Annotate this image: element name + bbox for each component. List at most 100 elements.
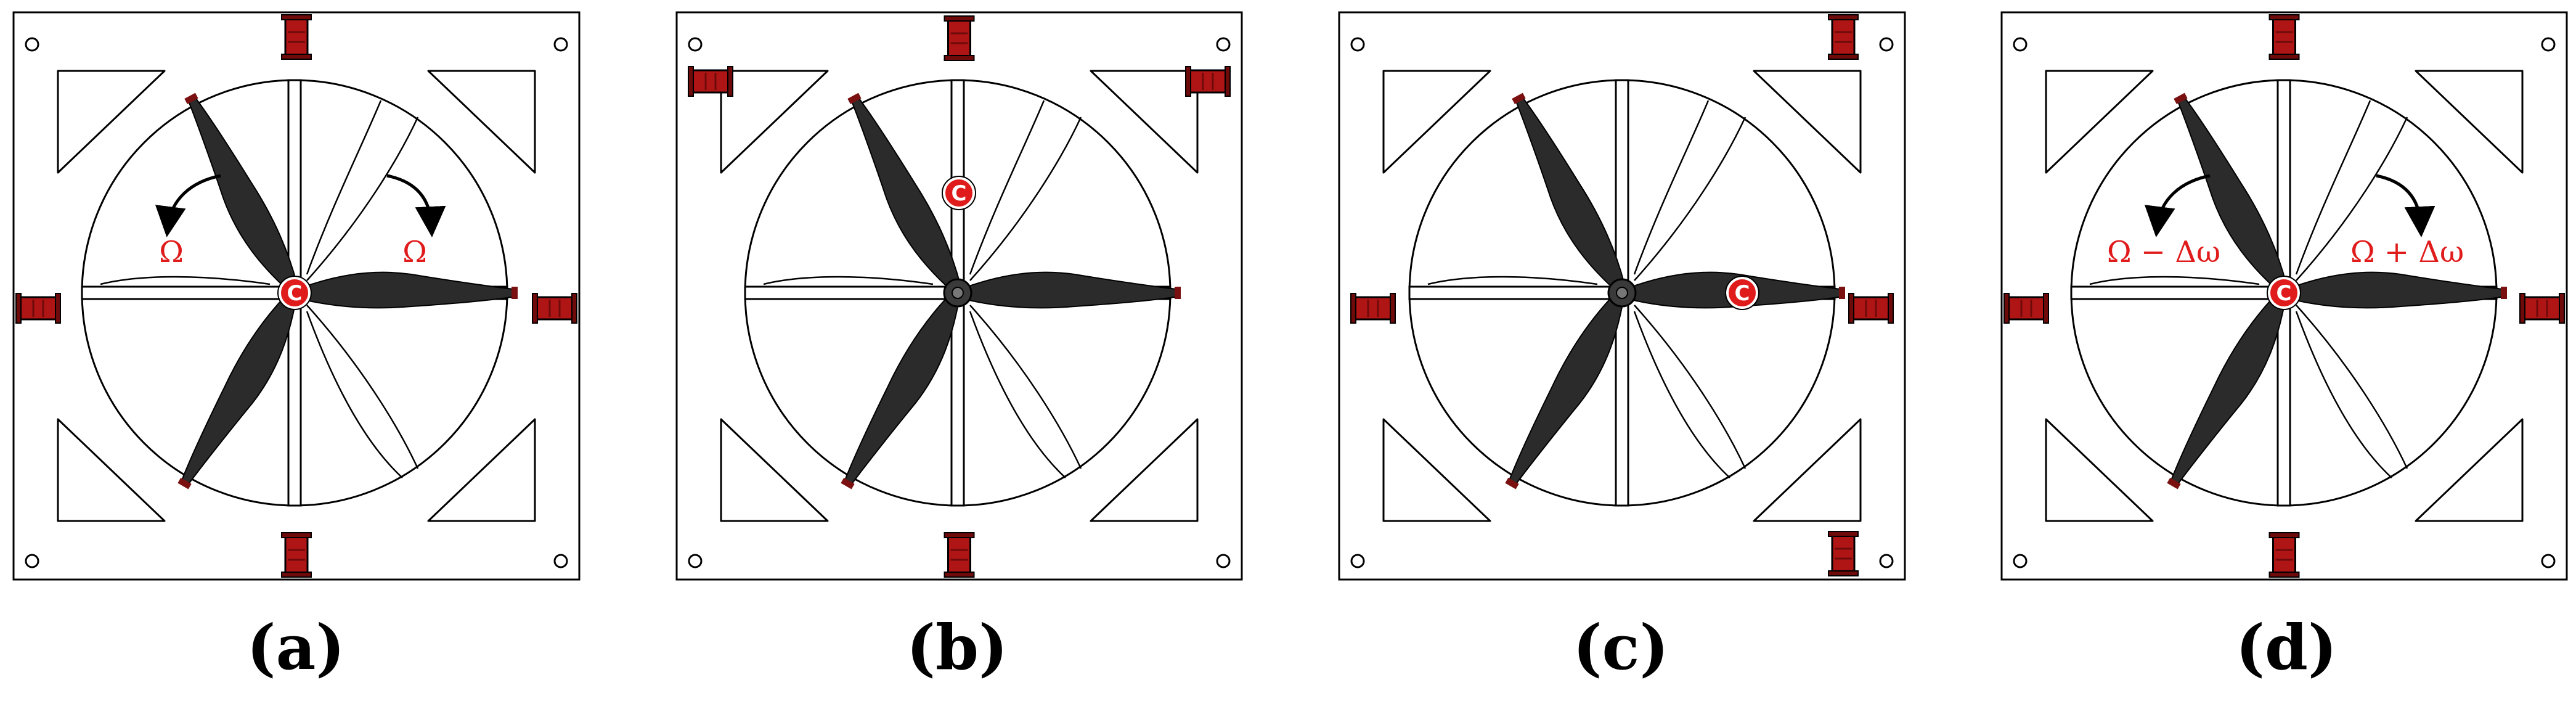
panel-d-vane-lr-2 (2295, 311, 2392, 478)
panel-a-mount-hole-4 (553, 554, 568, 568)
panel-d-blade-1 (2289, 271, 2507, 309)
panel-a-blade-2-tip (184, 92, 198, 104)
panel-c-blade-2 (1512, 92, 1626, 291)
panel-d-mount-hole-4 (2541, 554, 2556, 568)
panel-a-servo-top-flange-top (281, 14, 312, 20)
panel-d-blade-2 (2174, 92, 2288, 291)
panel-b-blade-3-tip (841, 477, 855, 490)
panel-b-servo-top-left-flange-left (688, 66, 694, 97)
panel-a-servo-left-body (16, 296, 60, 321)
panel-b-cg-marker-label: C (952, 181, 967, 206)
panel-a-omega-left-label: Ω (159, 235, 184, 269)
panel-c-caption: (c) (1573, 611, 1669, 684)
panel-a-corner-cutout-3 (57, 418, 166, 522)
panel-a-blade-2 (184, 92, 298, 291)
panel-b-servo-top-left (688, 66, 733, 97)
panel-a-corner-cutout-2 (427, 70, 536, 174)
panel-a-servo-bottom-flange-top (281, 532, 312, 538)
panel-a-blade-3 (177, 294, 297, 490)
panel-d-rotation-arrow-left (2144, 174, 2211, 237)
panel-a-mount-hole-1 (25, 37, 39, 52)
panel-d-corner-cutout-2 (2415, 70, 2524, 174)
panel-c-cg-marker-disc (1726, 277, 1758, 309)
panel-d-mount-hole-1 (2013, 37, 2028, 52)
panel-c-servo-right-flange-left (1848, 293, 1854, 324)
panel-a-vane-ur-2 (306, 100, 382, 275)
panel-a-rotation-arrow-left (155, 174, 221, 237)
panel-b-vane-lr-1 (969, 305, 1082, 469)
panel-d-blade-1-tip (2501, 287, 2507, 299)
panel-d-vane-ur-2 (2295, 100, 2371, 275)
panel-d-cg-marker-label: C (2276, 281, 2292, 306)
panel-c-cg-marker-ring (1725, 276, 1759, 310)
panel-a-servo-left (15, 293, 61, 324)
panel-b-servo-top-body (947, 16, 971, 60)
panel-a-caption: (a) (247, 611, 345, 684)
panel-c-vane-lr-2 (1633, 311, 1730, 478)
panel-d-mount-hole-3 (2013, 554, 2028, 568)
panel-a-servo-left-flange-left (15, 293, 22, 324)
panel-d-blade-3-tip (2167, 477, 2181, 490)
panel-d-servo-left (2003, 293, 2049, 324)
panel-c-mount-hole-4 (1879, 554, 1894, 568)
panel-b-cg-marker: C (942, 176, 976, 210)
panel-c-vane-ur-2 (1633, 100, 1710, 275)
panel-b-hub-cap (952, 287, 964, 299)
panel-d-vane-left (2089, 276, 2260, 285)
panel-c-servo-top-right (1828, 14, 1859, 60)
panel-a-mount-hole-3 (25, 554, 39, 568)
panel-a-blade-1-tip (512, 287, 518, 299)
panel-d-blade-3 (2167, 294, 2286, 490)
panel-d-servo-left-flange-left (2003, 293, 2010, 324)
panel-b-corner-cutout-4 (1090, 418, 1199, 522)
panel-c-mount-hole-2 (1879, 37, 1894, 52)
panel-a-servo-bottom (281, 532, 312, 578)
panel-b-blade-2 (847, 92, 961, 291)
panel-c-corner-cutout-4 (1753, 418, 1862, 522)
panel-c-mount-hole-1 (1350, 37, 1365, 52)
panel-d-omega-left-label: Ω − Δω (2107, 235, 2220, 269)
panel-c-servo-top-right-body (1831, 15, 1856, 59)
panel-d-servo-bottom-body (2272, 533, 2296, 577)
panel-d-cg-marker-disc (2268, 277, 2300, 309)
panel-d-servo-top-flange-bottom (2268, 54, 2300, 60)
panel-a: Ω Ω C (12, 11, 581, 581)
panel-b-cg-marker-ring (942, 176, 976, 210)
panel-b-servo-top (944, 15, 975, 61)
panel-d-omega-right-label: Ω + Δω (2350, 235, 2464, 269)
panel-b-vane-left (763, 276, 934, 285)
panel-b-servo-bottom (944, 532, 975, 578)
panel-c-corner-cutout-1 (1382, 70, 1491, 174)
panel-b-servo-top-left-body (688, 69, 733, 94)
panel-c-cg-marker: C (1725, 276, 1759, 310)
panel-d-servo-left-flange-right (2043, 293, 2049, 324)
panel-c: C (1338, 11, 1906, 581)
panel-c-servo-right (1848, 293, 1894, 324)
panel-d-servo-bottom (2268, 532, 2300, 578)
panel-a-cg-marker: C (277, 276, 312, 310)
panel-b-mount-hole-1 (688, 37, 703, 52)
panel-a-omega-right-label: Ω (402, 235, 427, 269)
panel-d-cg-marker: C (2267, 276, 2301, 310)
panel-d-corner-cutout-4 (2415, 418, 2524, 522)
panel-c-corner-cutout-2 (1753, 70, 1862, 174)
panel-a-corner-cutout-4 (427, 418, 536, 522)
panel-c-servo-bottom-right-flange-top (1828, 531, 1859, 537)
panel-b-servo-top-right (1185, 66, 1231, 97)
panels-layer: Ω Ω C C C Ω − Δω Ω + Δω C (12, 11, 2568, 581)
panel-c-blade-3 (1505, 294, 1624, 490)
panel-c-vane-left (1427, 276, 1598, 285)
panel-d-vane-ur-1 (2296, 117, 2408, 281)
panel-c-blade-2-tip (1512, 92, 1526, 104)
panel-c-hub-cap (1616, 287, 1628, 299)
panel-c-servo-left-body (1351, 296, 1395, 321)
panel-a-vane-lr-1 (306, 305, 419, 469)
panel-c-vane-ur-1 (1634, 117, 1747, 281)
panel-a-servo-top-body (284, 15, 309, 59)
panel-b-vane-lr-2 (969, 311, 1066, 478)
panel-c-servo-left (1350, 293, 1396, 324)
panel-b-servo-top-right-flange-right (1225, 66, 1231, 97)
panel-a-vane-lr-2 (306, 311, 403, 478)
panel-a-servo-top (281, 14, 312, 60)
panel-b-caption: (b) (906, 611, 1008, 684)
